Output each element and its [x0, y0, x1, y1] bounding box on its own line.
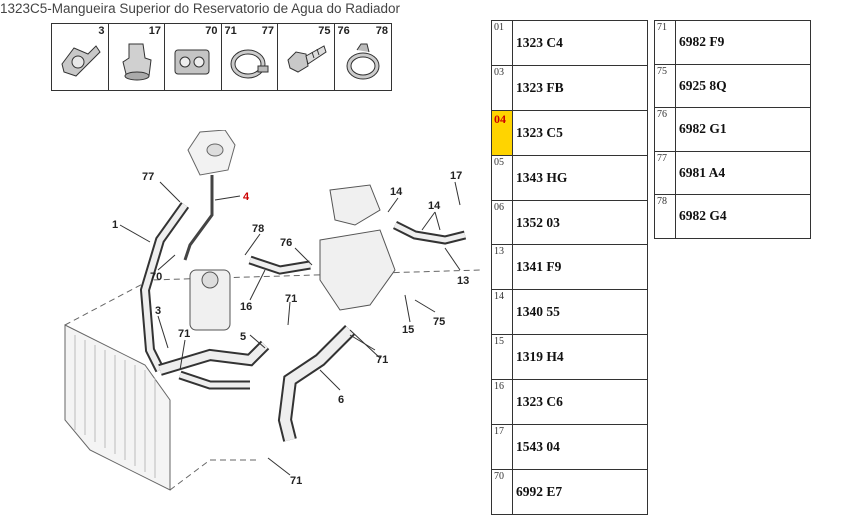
thumbnail-number-left: 71: [224, 25, 237, 37]
thumbnail-number: 3: [98, 25, 105, 37]
thumbnail-number: 75: [318, 25, 331, 37]
cooling-hoses-diagram: 77 4 1 14 17 14 78 76 70 13 16 71 3 15 7…: [64, 130, 480, 491]
part-reference[interactable]: 1323 FB: [512, 64, 648, 111]
part-reference[interactable]: 6925 8Q: [675, 63, 811, 108]
thumbnail-number-left: 76: [337, 25, 350, 37]
part-reference[interactable]: 6982 G4: [675, 194, 811, 239]
callout-label: 14: [390, 186, 403, 198]
thumbnail-bracket[interactable]: 70: [165, 24, 222, 90]
callout-label: 16: [240, 301, 252, 313]
part-reference[interactable]: 6992 E7: [512, 468, 648, 515]
hose-clamp-icon: [121, 43, 152, 81]
row-key: 15: [491, 334, 513, 381]
part-reference[interactable]: 1323 C6: [512, 379, 648, 426]
row-key: 13: [491, 244, 513, 291]
callout-label: 70: [150, 271, 162, 283]
callout-label: 5: [240, 331, 246, 343]
thumbnail-number: 77: [261, 25, 274, 37]
thumbnail-number: 78: [375, 25, 388, 37]
row-key-highlighted: 04: [491, 109, 513, 156]
row-key: 77: [654, 150, 676, 195]
callout-label: 78: [252, 223, 264, 235]
part-reference[interactable]: 1340 55: [512, 289, 648, 336]
bracket-icon: [174, 49, 210, 75]
part-reference[interactable]: 6982 G1: [675, 107, 811, 152]
row-key: 03: [491, 64, 513, 111]
thumbnail-number: 17: [148, 25, 161, 37]
row-key: 70: [491, 468, 513, 515]
oil-filter-housing: [189, 269, 231, 331]
callout-label: 71: [290, 475, 302, 487]
callout-label: 14: [428, 200, 441, 212]
callout-label: 71: [285, 293, 297, 305]
callout-label: 75: [433, 316, 445, 328]
engine-block: [319, 184, 396, 311]
part-reference[interactable]: 1352 03: [512, 199, 648, 246]
row-key: 14: [491, 289, 513, 336]
expansion-tank: [187, 130, 236, 176]
part-reference[interactable]: 1343 HG: [512, 154, 648, 201]
thumbnail-number: 70: [205, 25, 218, 37]
part-reference[interactable]: 1341 F9: [512, 244, 648, 291]
row-key: 76: [654, 107, 676, 152]
part-reference[interactable]: 1323 C5: [512, 109, 648, 156]
callout-label: 15: [402, 324, 414, 336]
callout-label: 71: [178, 328, 190, 340]
thumbnail-ring-clamp[interactable]: 71 77: [222, 24, 278, 90]
callout-label: 13: [457, 275, 469, 287]
part-reference[interactable]: 1319 H4: [512, 334, 648, 381]
page-title: 1323C5-Mangueira Superior do Reservatori…: [0, 1, 401, 16]
callout-label: 6: [338, 394, 344, 406]
clip-icon: [61, 45, 101, 77]
callout-label: 17: [450, 170, 462, 182]
radiator: [64, 269, 480, 491]
spring-clamp-icon: [346, 43, 379, 80]
part-reference[interactable]: 6981 A4: [675, 150, 811, 195]
row-key: 78: [654, 194, 676, 239]
part-reference[interactable]: 1323 C4: [512, 20, 648, 66]
row-key: 16: [491, 379, 513, 426]
thumbnail-bolt[interactable]: 75: [278, 24, 335, 90]
thumbnail-clip[interactable]: 3: [52, 24, 109, 90]
ring-clamp-icon: [230, 49, 268, 79]
row-key: 75: [654, 63, 676, 108]
callout-label: 77: [142, 171, 154, 183]
parts-thumbnail-strip: 3 17 70 71 77 75: [51, 23, 392, 91]
row-key: 71: [654, 20, 676, 65]
bolt-icon: [287, 45, 327, 73]
row-key: 17: [491, 424, 513, 470]
callout-label: 71: [376, 354, 388, 366]
row-key: 05: [491, 154, 513, 201]
callout-label: 3: [155, 305, 161, 317]
row-key: 06: [491, 199, 513, 246]
part-reference[interactable]: 6982 F9: [675, 20, 811, 65]
callout-label: 1: [112, 219, 118, 231]
thumbnail-clamp[interactable]: 17: [109, 24, 165, 90]
callout-label-highlight: 4: [243, 191, 250, 203]
callout-label: 76: [280, 237, 292, 249]
thumbnail-spring-clamp[interactable]: 76 78: [335, 24, 392, 90]
row-key: 01: [491, 20, 513, 66]
part-reference[interactable]: 1543 04: [512, 424, 648, 470]
